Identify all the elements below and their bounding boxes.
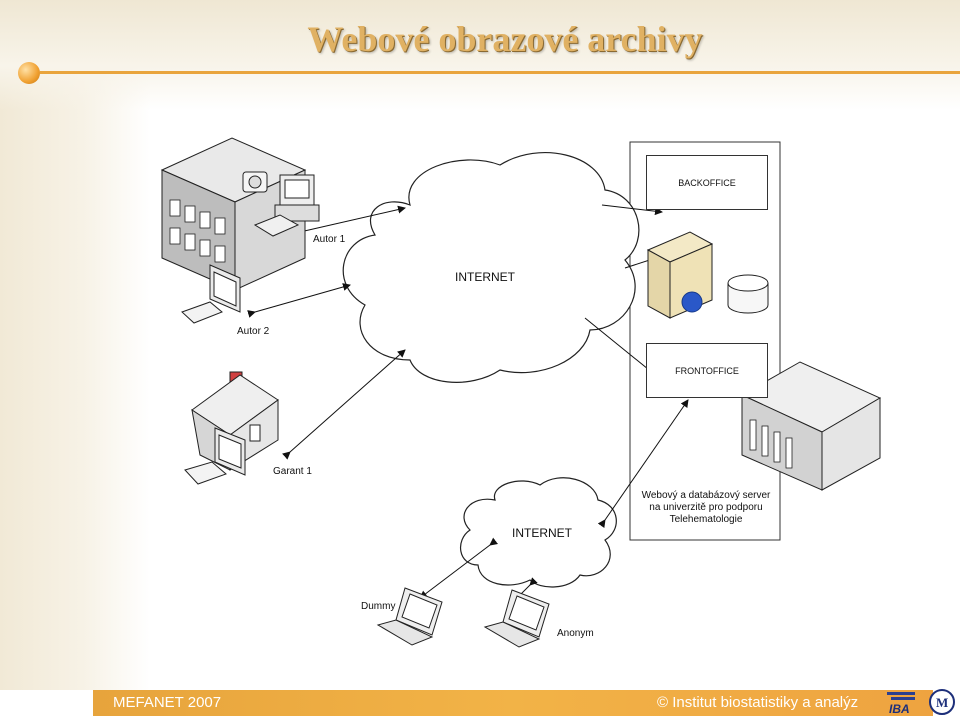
arrow-bottom-cloud	[597, 399, 689, 529]
server-tower-icon	[646, 231, 714, 319]
page-title: Webové obrazové archivy	[307, 19, 703, 59]
server-line-1: Webový a databázový server	[641, 490, 771, 501]
footer-right-text: © Institut biostatistiky a analýz	[657, 694, 859, 711]
arrow-autor1	[292, 205, 406, 238]
backoffice-label: BACKOFFICE	[678, 177, 736, 188]
iba-logo-icon: IBA	[887, 692, 915, 716]
backoffice-box: BACKOFFICE	[646, 155, 768, 210]
arrow-dummy	[419, 537, 498, 599]
workstation-monitor-icon	[181, 264, 241, 324]
autor1-label: Autor 1	[313, 234, 346, 245]
server-description: Webový a databázový server na univerzitě…	[636, 490, 776, 526]
garant-monitor-icon	[184, 427, 246, 485]
dummy-label: Dummy	[361, 601, 396, 612]
background-top-panel	[0, 0, 960, 110]
university-building-icon	[740, 361, 882, 491]
internet-bottom-label: INTERNET	[512, 526, 572, 540]
frontoffice-label: FRONTOFFICE	[675, 365, 739, 376]
server-line-2: na univerzitě pro podporu	[649, 502, 763, 513]
svg-text:M: M	[936, 695, 948, 710]
title-bullet-icon	[18, 62, 40, 84]
internet-cloud-top	[342, 152, 640, 383]
university-seal-icon: M	[929, 689, 955, 715]
camera-icon	[242, 171, 268, 193]
iba-logo-text: IBA	[889, 702, 910, 716]
frontoffice-box: FRONTOFFICE	[646, 343, 768, 398]
footer-bar	[93, 690, 933, 716]
laptop-anonym-icon	[483, 589, 550, 648]
internet-top-label: INTERNET	[455, 270, 515, 284]
footer-logos: IBA M	[887, 689, 955, 716]
arrow-garant	[282, 349, 406, 460]
arrow-autor2	[247, 283, 351, 318]
database-icon	[727, 274, 769, 314]
server-line-3: Telehematologie	[669, 514, 743, 525]
arrow-backoffice	[601, 204, 663, 216]
anonym-label: Anonym	[557, 628, 594, 639]
autor2-label: Autor 2	[237, 326, 270, 337]
network-diagram	[160, 137, 882, 648]
footer-left-text: MEFANET 2007	[113, 694, 222, 711]
title-divider	[40, 71, 960, 74]
garant1-label: Garant 1	[273, 466, 312, 477]
desktop-computer-icon	[253, 174, 320, 237]
background-left-panel	[0, 0, 150, 690]
laptop-dummy-icon	[376, 587, 443, 646]
